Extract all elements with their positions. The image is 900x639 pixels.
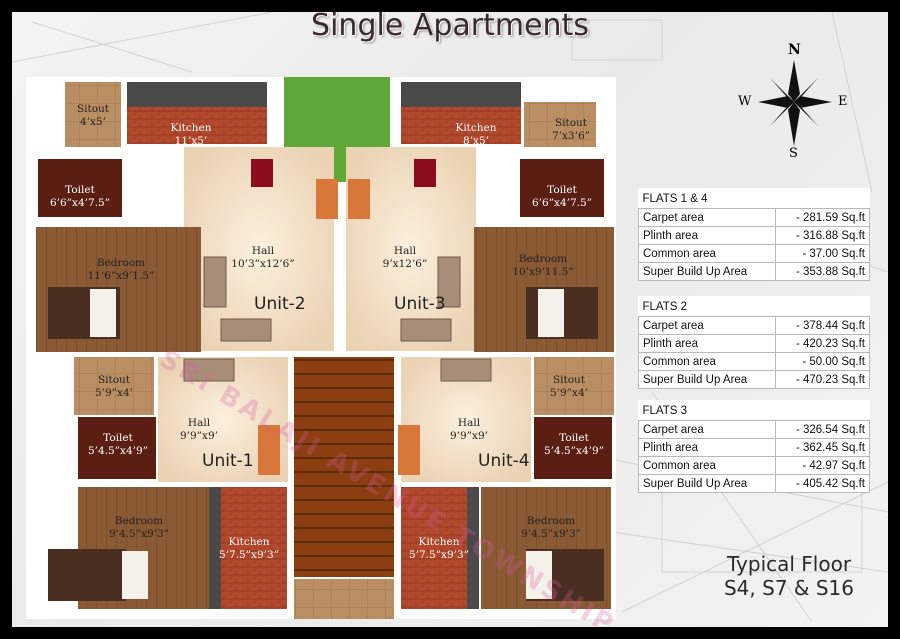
unit-1-label: Unit-1 xyxy=(202,451,254,471)
unit-4-label: Unit-4 xyxy=(478,451,530,471)
typical-floor-line: Typical Floor xyxy=(726,552,852,576)
table-row: Plinth area- 362.45 Sq.ft xyxy=(638,438,871,457)
table-row: Carpet area- 281.59 Sq.ft xyxy=(638,208,871,227)
compass-s: S xyxy=(789,146,798,161)
table-row: Super Build Up Area- 470.23 Sq.ft xyxy=(638,370,871,389)
table-row: Carpet area- 326.54 Sq.ft xyxy=(638,420,871,439)
area-table-heading: FLATS 2 xyxy=(642,300,688,313)
table-row: Plinth area- 316.88 Sq.ft xyxy=(638,226,871,245)
area-table-flats-3: FLATS 3 Carpet area- 326.54 Sq.ft Plinth… xyxy=(638,400,871,493)
typical-floor-caption: Typical Floor S4, S7 & S16 xyxy=(694,552,884,600)
compass-rose: N S W E xyxy=(734,42,864,164)
table-row: Super Build Up Area- 405.42 Sq.ft xyxy=(638,474,871,493)
table-row: Common area- 50.00 Sq.ft xyxy=(638,352,871,371)
compass-n: N xyxy=(788,42,801,58)
compass-w: W xyxy=(738,94,752,109)
area-table-heading: FLATS 3 xyxy=(642,404,688,417)
compass-icon xyxy=(758,60,832,146)
block-numbers-line: S4, S7 & S16 xyxy=(723,576,854,600)
table-row: Common area- 37.00 Sq.ft xyxy=(638,244,871,263)
compass-e: E xyxy=(838,94,848,109)
floor-plan-drawing xyxy=(26,77,616,619)
table-row: Plinth area- 420.23 Sq.ft xyxy=(638,334,871,353)
area-table-heading: FLATS 1 & 4 xyxy=(642,192,708,205)
table-row: Carpet area- 378.44 Sq.ft xyxy=(638,316,871,335)
unit-3-label: Unit-3 xyxy=(394,294,446,314)
table-row: Common area- 42.97 Sq.ft xyxy=(638,456,871,475)
unit-2-label: Unit-2 xyxy=(254,294,306,314)
area-table-flats-2: FLATS 2 Carpet area- 378.44 Sq.ft Plinth… xyxy=(638,296,871,389)
floorplan-canvas: Single Apartments N S W E xyxy=(12,12,888,627)
area-table-flats-1-4: FLATS 1 & 4 Carpet area- 281.59 Sq.ft Pl… xyxy=(638,188,871,281)
table-row: Super Build Up Area- 353.88 Sq.ft xyxy=(638,262,871,281)
page-title: Single Apartments xyxy=(311,12,589,43)
